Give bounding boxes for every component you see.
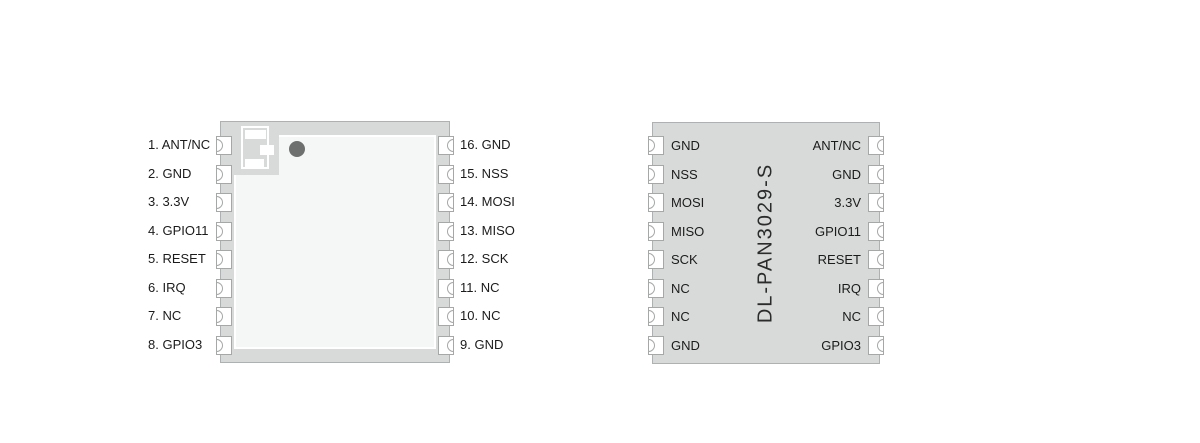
pin-pad-15: [438, 165, 454, 184]
pin-pad: [868, 307, 884, 326]
top-view-pin-9-label: 9. GND: [460, 337, 504, 352]
pin-pad: [648, 279, 664, 298]
top-view-pin-1-label: 1. ANT/NC: [148, 137, 211, 152]
pin-pad-5: [216, 250, 232, 269]
top-view-pin-6-label: 6. IRQ: [148, 280, 186, 295]
top-view-pin-13-label: 13. MISO: [460, 223, 515, 238]
pin-pad-10: [438, 307, 454, 326]
pin-pad-7: [216, 307, 232, 326]
bottom-view-label-miso: MISO: [671, 224, 705, 239]
pin-pad: [648, 136, 664, 155]
pin-pad-12: [438, 250, 454, 269]
pin-pad: [648, 307, 664, 326]
bottom-view-label-gnd: GND: [832, 167, 861, 182]
pin-pad: [648, 193, 664, 212]
bottom-view-label-reset: RESET: [817, 252, 861, 267]
pin-pad: [868, 279, 884, 298]
antenna-trace-bar: [245, 159, 264, 168]
top-view-pin-14-label: 14. MOSI: [460, 194, 515, 209]
pin-pad-6: [216, 279, 232, 298]
top-view-pin-7-label: 7. NC: [148, 308, 182, 323]
bottom-view-label-antnc: ANT/NC: [812, 138, 861, 153]
top-view-pin-2-label: 2. GND: [148, 166, 192, 181]
pin-pad: [648, 222, 664, 241]
top-view-pin-11-label: 11. NC: [460, 280, 500, 295]
antenna-icon: [234, 125, 279, 175]
pin-pad: [648, 250, 664, 269]
pin1-indicator-dot: [289, 141, 305, 157]
pin-pad-11: [438, 279, 454, 298]
bottom-view-label-irq: IRQ: [837, 281, 861, 296]
module-top-view: [216, 121, 454, 363]
module-bottom-view: GND NSS MOSI MISO SCK NC NC GND ANT/NC G…: [648, 122, 884, 364]
pin-pad: [868, 222, 884, 241]
module-part-number: DL-PAN3029-S: [754, 162, 777, 324]
bottom-view-label-gnd: GND: [671, 338, 700, 353]
top-view-pin-5-label: 5. RESET: [148, 251, 206, 266]
pin-pad-4: [216, 222, 232, 241]
pin-pad-9: [438, 336, 454, 355]
top-view-pin-12-label: 12. SCK: [460, 251, 509, 266]
pin-pad-14: [438, 193, 454, 212]
bottom-view-label-gpio11: GPIO11: [814, 224, 861, 239]
pin-pad: [868, 193, 884, 212]
top-view-pin-16-label: 16. GND: [460, 137, 511, 152]
antenna-trace-bar: [245, 130, 266, 139]
pin-pad: [868, 336, 884, 355]
pin-pad-2: [216, 165, 232, 184]
pin-pad: [648, 165, 664, 184]
antenna-trace-bar: [260, 145, 274, 155]
pin-pad: [868, 136, 884, 155]
bottom-view-label-3v3: 3.3V: [834, 195, 861, 210]
top-view-pin-8-label: 8. GPIO3: [148, 337, 203, 352]
bottom-view-label-nc: NC: [671, 309, 690, 324]
top-view-pin-4-label: 4. GPIO11: [148, 223, 209, 238]
bottom-view-label-sck: SCK: [671, 252, 698, 267]
pin-pad-8: [216, 336, 232, 355]
pin-pad-16: [438, 136, 454, 155]
top-view-pin-10-label: 10. NC: [460, 308, 501, 323]
bottom-view-label-nss: NSS: [671, 167, 698, 182]
bottom-view-label-mosi: MOSI: [671, 195, 705, 210]
bottom-view-label-nc: NC: [842, 309, 861, 324]
pin-pad: [868, 165, 884, 184]
pin-pad: [868, 250, 884, 269]
bottom-view-label-gpio3: GPIO3: [821, 338, 861, 353]
top-view-pin-15-label: 15. NSS: [460, 166, 509, 181]
top-view-pin-3-label: 3. 3.3V: [148, 194, 190, 209]
pin-pad-3: [216, 193, 232, 212]
pin-pad-1: [216, 136, 232, 155]
bottom-view-label-gnd: GND: [671, 138, 700, 153]
pin-pad-13: [438, 222, 454, 241]
pin-pad: [648, 336, 664, 355]
bottom-view-label-nc: NC: [671, 281, 690, 296]
